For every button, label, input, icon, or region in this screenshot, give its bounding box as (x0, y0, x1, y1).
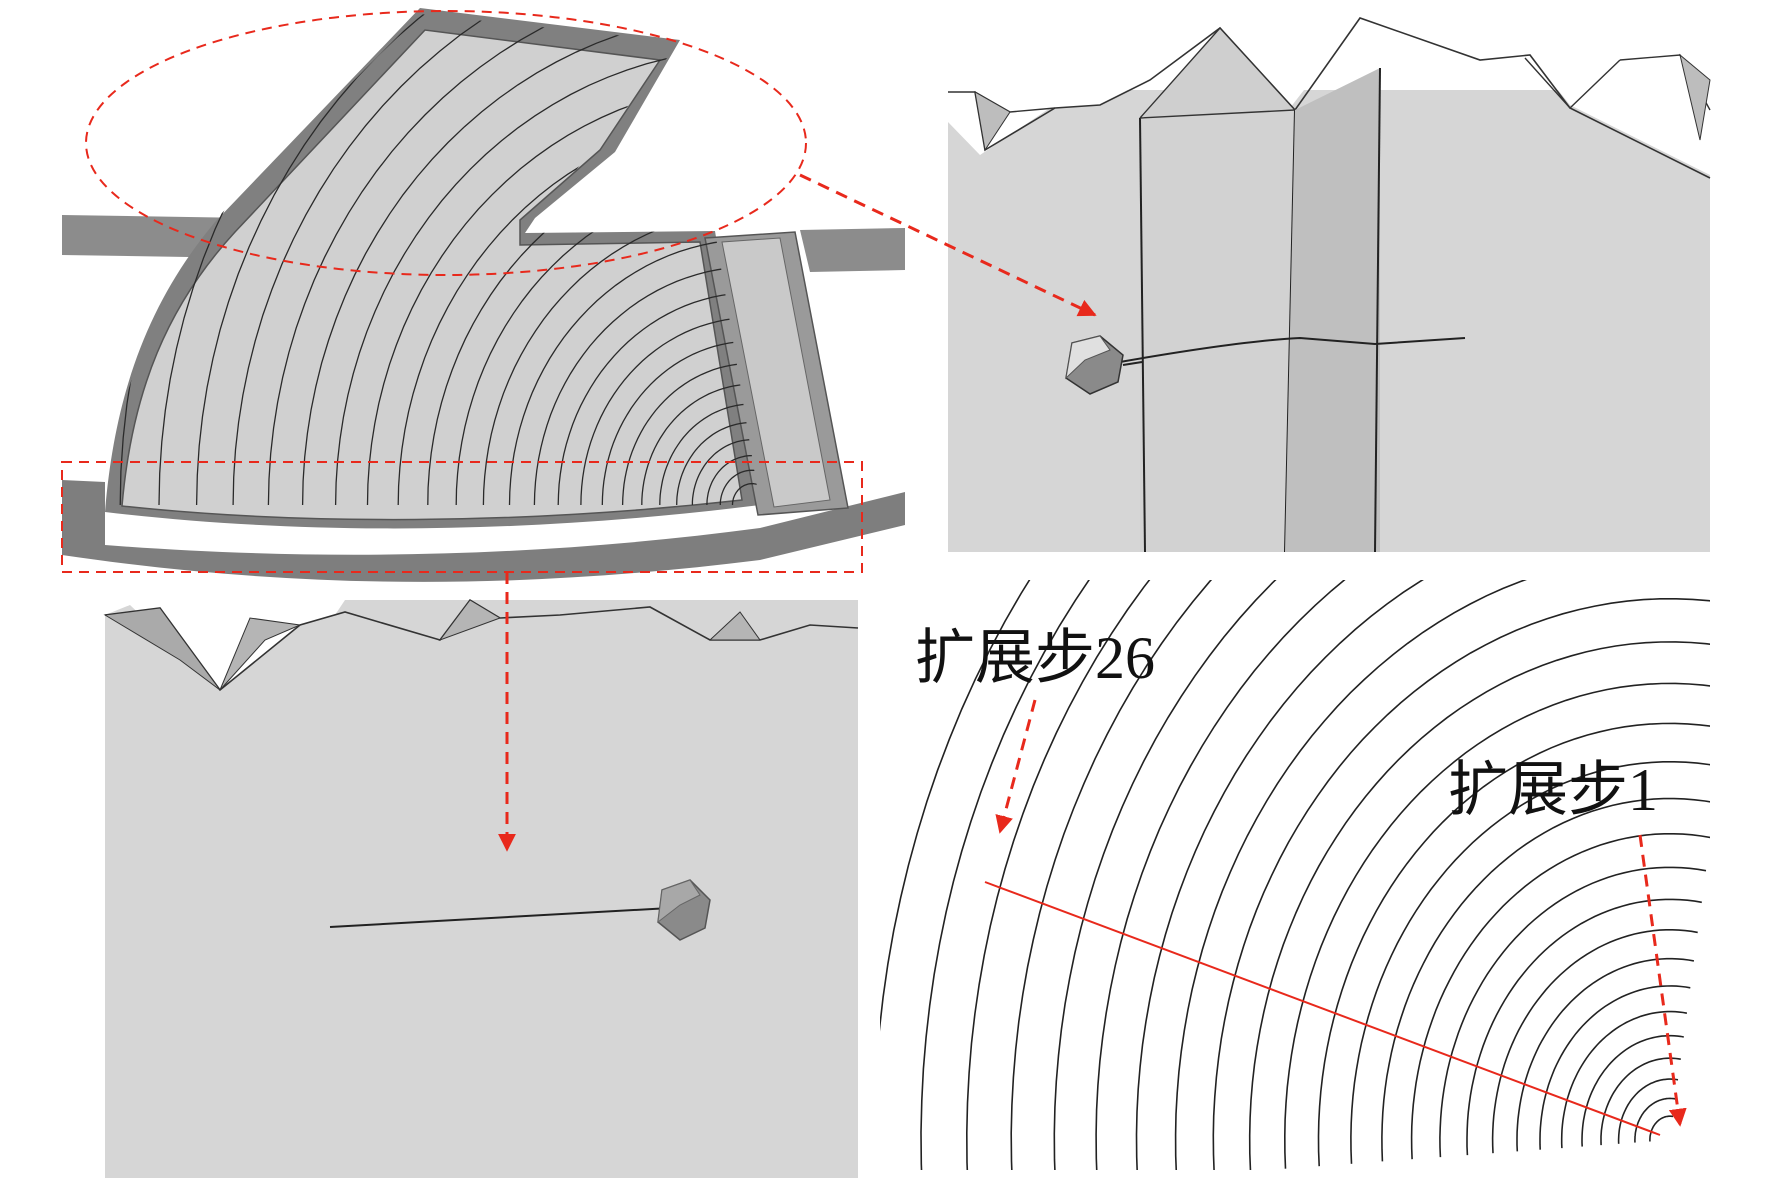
right-channel-inner (721, 237, 831, 508)
zoom-top-panel (948, 17, 1711, 553)
crack-front-arc (1010, 580, 1213, 1170)
crack-front-arc (195, 14, 760, 506)
crack-fronts-panel (880, 580, 1710, 1170)
crack-front-arc (880, 580, 1031, 1032)
dashed-arrow-icon (1638, 834, 1687, 1127)
crack-fronts-detail (880, 580, 1710, 1170)
crack-front-arc (731, 483, 760, 505)
label-step-1: 扩展步1 (1448, 757, 1658, 823)
crack-front-arc (965, 580, 1151, 1170)
part-face (121, 29, 743, 521)
overview-panel (61, 8, 905, 582)
crack-front-arc (1581, 1034, 1684, 1147)
crack-front-arc (1560, 1010, 1688, 1149)
upper-rail-right (800, 228, 905, 272)
zoom-column (1140, 28, 1295, 552)
dashed-arrow-icon (799, 173, 1097, 317)
lower-rail (62, 480, 905, 582)
crack-front-arc (1174, 580, 1527, 1170)
crack-front-arc (232, 14, 760, 506)
highlight-rect (61, 461, 863, 573)
callout-arrows (498, 173, 1687, 1127)
crack-front-arc (533, 266, 760, 506)
crack-front-arc (1516, 957, 1695, 1152)
crack-front-arc (1135, 580, 1424, 1170)
crack-front-arc (397, 116, 760, 506)
label-step-26: 扩展步26 (915, 625, 1155, 691)
zoom-bottom-crack-line (329, 907, 671, 928)
crack-front-arc (1617, 1078, 1679, 1144)
crack-front-arc (455, 180, 760, 506)
crack-front-arc (158, 14, 760, 506)
crack-front-arc (920, 580, 1090, 1170)
hexagon-node-icon (657, 879, 711, 941)
crack-front-arc (557, 292, 760, 506)
crack-front-arc (1439, 866, 1707, 1158)
crack-front-arc (1466, 898, 1702, 1156)
crack-front-arc (1283, 682, 1710, 1169)
crack-front-arc (1317, 722, 1710, 1167)
crack-front-arc (482, 210, 760, 506)
crack-front-arc (1600, 1057, 1681, 1146)
crack-front-arc (1539, 985, 1691, 1150)
zoom-bottom-panel (103, 598, 859, 1178)
dashed-arrow-icon (995, 699, 1037, 834)
crack-front-arc (1381, 797, 1710, 1162)
crack-front-arc (267, 14, 760, 506)
crack-front-arc (719, 469, 760, 505)
hexagon-node-icon (1065, 335, 1124, 395)
propagation-path-line (984, 881, 1661, 1136)
crack-front-arc (334, 48, 760, 506)
crack-front-arc (1350, 761, 1710, 1164)
crack-front-arc (1053, 580, 1277, 1170)
zoom-top-crack-line (1119, 336, 1466, 363)
crack-front-arc (1634, 1097, 1676, 1143)
crack-front-arc (508, 238, 760, 506)
crack-front-arc (580, 316, 760, 506)
highlight-ellipse (85, 10, 807, 276)
zoom-top-silhouette (948, 18, 1710, 175)
crack-front-arc (1212, 598, 1710, 1170)
crack-front-arc (1649, 1115, 1674, 1142)
crack-front-arc (1410, 833, 1710, 1160)
crack-front-arc (1491, 929, 1698, 1154)
crack-front-arc (366, 83, 760, 506)
crack-front-arc (301, 14, 760, 506)
crack-front-arc (1095, 580, 1346, 1170)
crack-front-arc (1248, 641, 1710, 1170)
